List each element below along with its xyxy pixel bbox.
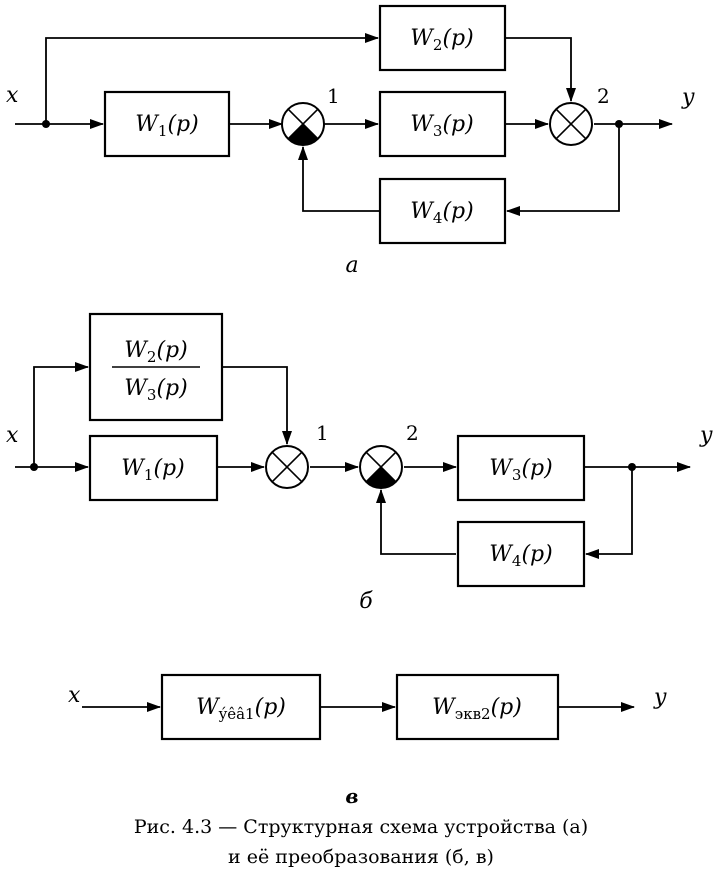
block-w2-label: W2(p) — [410, 26, 473, 54]
output-label-y: y — [699, 423, 713, 448]
output-label-y: y — [653, 685, 667, 710]
fraction-numerator: W2(p) — [124, 338, 187, 366]
block-w1 — [103, 90, 231, 158]
branch-point — [615, 120, 623, 128]
subfigure-label-b: б — [359, 589, 373, 614]
block-w3-label: W3(p) — [410, 112, 473, 140]
input-label-x: x — [6, 423, 19, 448]
wire-input-to-fraction — [33, 362, 89, 467]
block-w1-label: W1(p) — [135, 112, 198, 140]
block-w-eq2-label: Wэкв2(p) — [432, 695, 522, 723]
junction-2-label: 2 — [406, 421, 419, 445]
wire-w2-to-sum2 — [505, 37, 576, 102]
block-w-eq2 — [395, 673, 560, 741]
subfigure-label-a: а — [345, 253, 358, 278]
block-w-eq1 — [160, 673, 322, 741]
diagram-b: x y W2(p) W3(p) W1(p) W3(p) W4(p) 1 — [6, 312, 713, 614]
block-w4-label: W4(p) — [410, 199, 473, 227]
wire-w4-to-sum1 — [298, 146, 379, 212]
figure-caption-line-1: Рис. 4.3 — Структурная схема устройства … — [134, 816, 588, 838]
input-label-x: x — [68, 683, 81, 708]
junction-2-label: 2 — [597, 84, 610, 108]
junction-1-label: 1 — [327, 84, 340, 108]
block-w-eq1-label: Wýêâ1(p) — [196, 695, 286, 723]
figure-caption-line-2: и её преобразования (б, в) — [228, 846, 494, 868]
wire-input-to-w2 — [45, 33, 379, 124]
block-w4 — [456, 520, 586, 588]
diagram-a: x y W1(p) W2(p) W3(p) W4(p) 1 — [6, 4, 695, 278]
summing-junction-1 — [265, 445, 309, 489]
block-w1 — [88, 434, 219, 502]
block-w3 — [378, 90, 507, 158]
block-w4 — [378, 177, 507, 245]
fraction-denominator: W3(p) — [124, 376, 187, 404]
wire-fraction-to-sum1 — [222, 366, 292, 445]
summing-junction-2 — [549, 102, 593, 146]
summing-junction-1 — [281, 102, 325, 146]
block-w2 — [378, 4, 507, 72]
block-w3-label: W3(p) — [489, 456, 552, 484]
diagram-c: x y Wýêâ1(p) Wэкв2(p) в — [68, 673, 667, 808]
subfigure-label-c: в — [345, 784, 358, 808]
branch-point — [42, 120, 50, 128]
block-w4-label: W4(p) — [489, 542, 552, 570]
block-w3 — [456, 434, 586, 502]
output-label-y: y — [681, 85, 695, 110]
branch-point — [30, 463, 38, 471]
input-label-x: x — [6, 83, 19, 108]
summing-junction-2 — [359, 445, 403, 489]
wire-w4-to-sum2 — [376, 489, 456, 555]
branch-point — [628, 463, 636, 471]
wire-feedback-to-w4 — [506, 124, 620, 216]
junction-1-label: 1 — [316, 421, 329, 445]
wire-feedback-to-w4 — [585, 467, 633, 559]
block-w1-label: W1(p) — [121, 456, 184, 484]
